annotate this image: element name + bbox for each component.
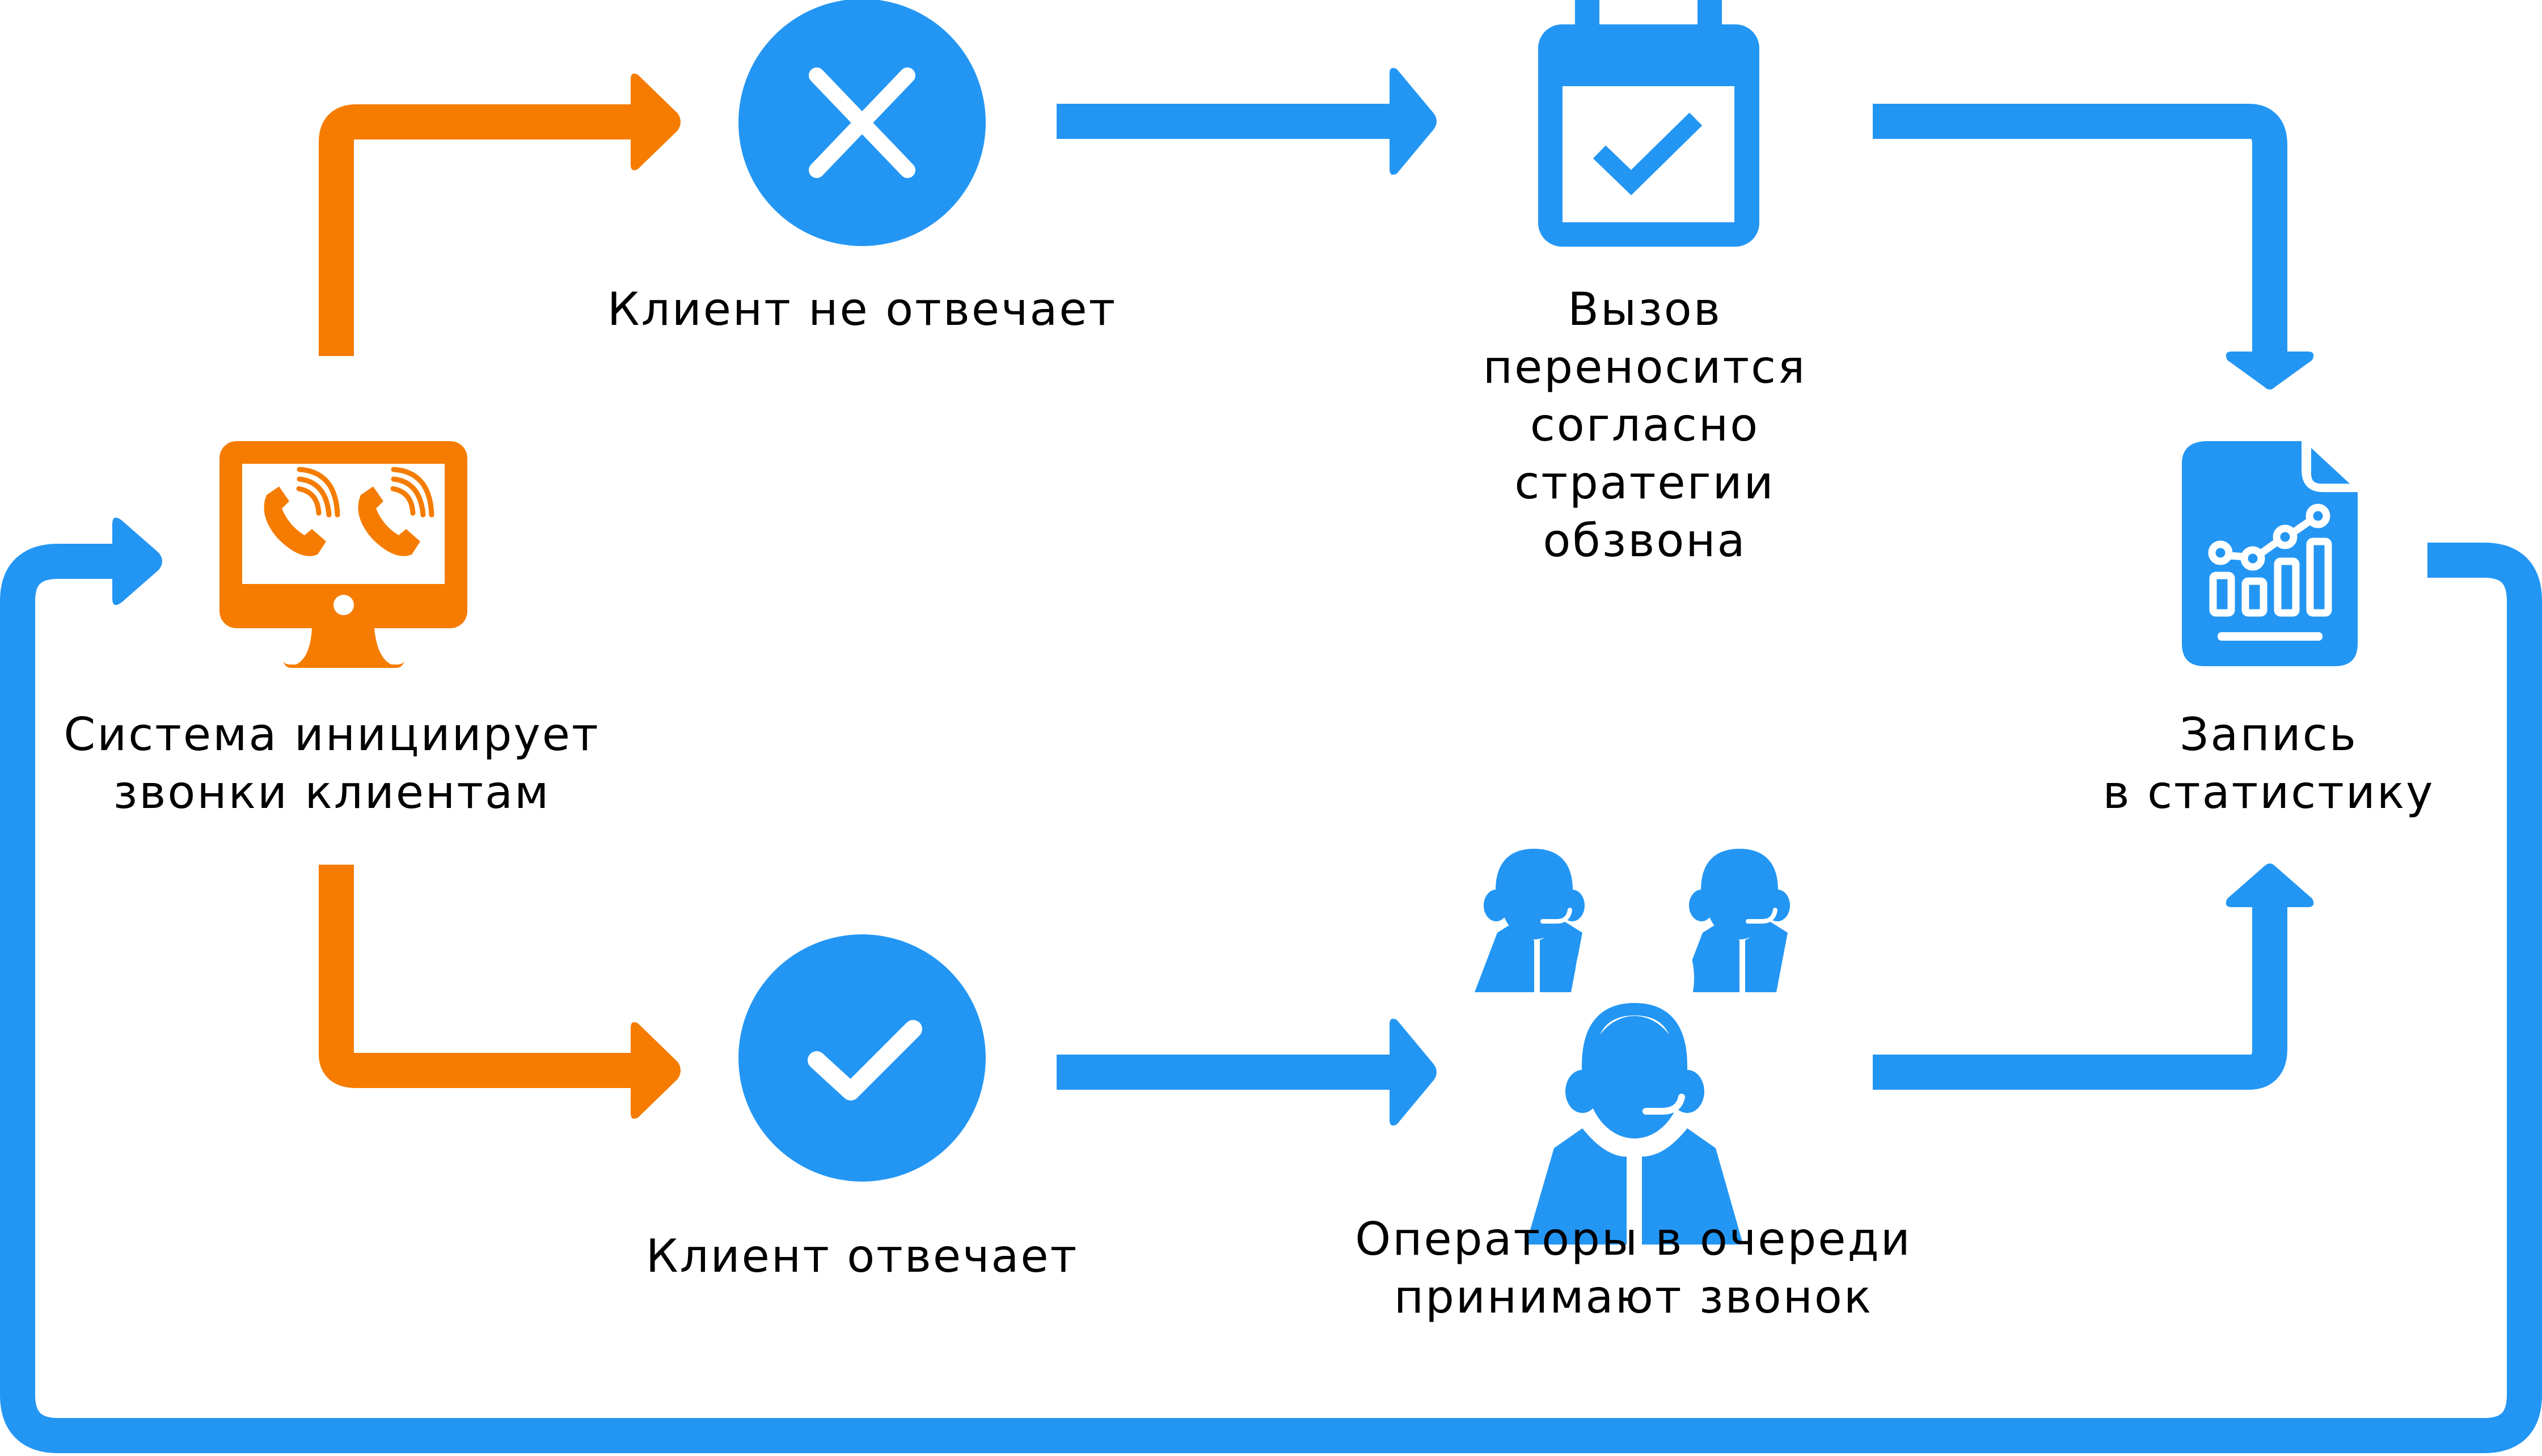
label-line: стратегии <box>1514 456 1775 509</box>
check-circle-icon <box>738 934 986 1182</box>
label-line: согласно <box>1530 399 1760 451</box>
label-line: Клиент отвечает <box>645 1230 1079 1283</box>
x-circle-icon <box>738 0 986 246</box>
arrow-line <box>319 865 635 1088</box>
operator-front <box>1526 907 1743 1245</box>
arrow-head <box>631 1022 681 1119</box>
monitor-phone-calls-icon <box>219 441 467 668</box>
loop-line <box>0 543 2542 1453</box>
node-label-no-answer: Клиент не отвечает <box>579 281 1146 338</box>
node-label-operators: Операторы в очереди принимают звонок <box>1304 1210 1962 1326</box>
label-line: Вызов <box>1568 283 1722 336</box>
arrow-line <box>1873 896 2287 1090</box>
calendar-check-icon <box>1538 0 1759 247</box>
arrow-line <box>1873 104 2287 360</box>
node-label-statistics: Запись в статистику <box>2042 706 2495 822</box>
operator-back-right <box>1680 848 1790 992</box>
node-label-system: Система инициирует звонки клиентам <box>34 706 630 822</box>
label-line: Клиент не отвечает <box>607 283 1117 336</box>
edge-answer-to-operators <box>1057 1018 1437 1126</box>
arrow-line <box>1057 104 1397 139</box>
label-line: принимают звонок <box>1394 1271 1873 1323</box>
label-line: в статистику <box>2102 766 2435 819</box>
arrow-line <box>1057 1055 1397 1090</box>
arrow-head <box>631 73 681 171</box>
edge-system-to-no-answer <box>319 73 681 356</box>
operators-headset-icon <box>1475 848 1790 1245</box>
arrow-head <box>2226 352 2314 390</box>
edge-no-answer-to-rescheduled <box>1057 67 1437 175</box>
phone-icon <box>264 467 340 556</box>
arrow-head <box>1390 1018 1437 1126</box>
label-line: Система инициирует <box>64 708 600 761</box>
label-line: звонки клиентам <box>113 766 551 819</box>
label-line: Запись <box>2180 708 2358 761</box>
arrow-head <box>1390 67 1437 175</box>
edge-operators-to-statistics <box>1873 864 2314 1090</box>
node-label-answer: Клиент отвечает <box>579 1228 1146 1285</box>
label-line: переносится <box>1483 341 1807 393</box>
operator-back-left <box>1475 848 1585 992</box>
phone-icon <box>358 467 434 556</box>
node-label-rescheduled: Вызов переносится согласно стратегии обз… <box>1418 281 1872 570</box>
edge-system-to-answer <box>319 865 681 1119</box>
label-line: обзвона <box>1543 514 1747 567</box>
label-line: Операторы в очереди <box>1355 1213 1912 1265</box>
arrow-head <box>2226 864 2314 907</box>
report-chart-document-icon <box>2182 441 2358 666</box>
edge-statistics-to-system-loop <box>0 517 2542 1453</box>
edge-rescheduled-to-statistics <box>1873 104 2314 390</box>
arrow-line <box>319 104 635 356</box>
arrow-head <box>112 517 162 606</box>
